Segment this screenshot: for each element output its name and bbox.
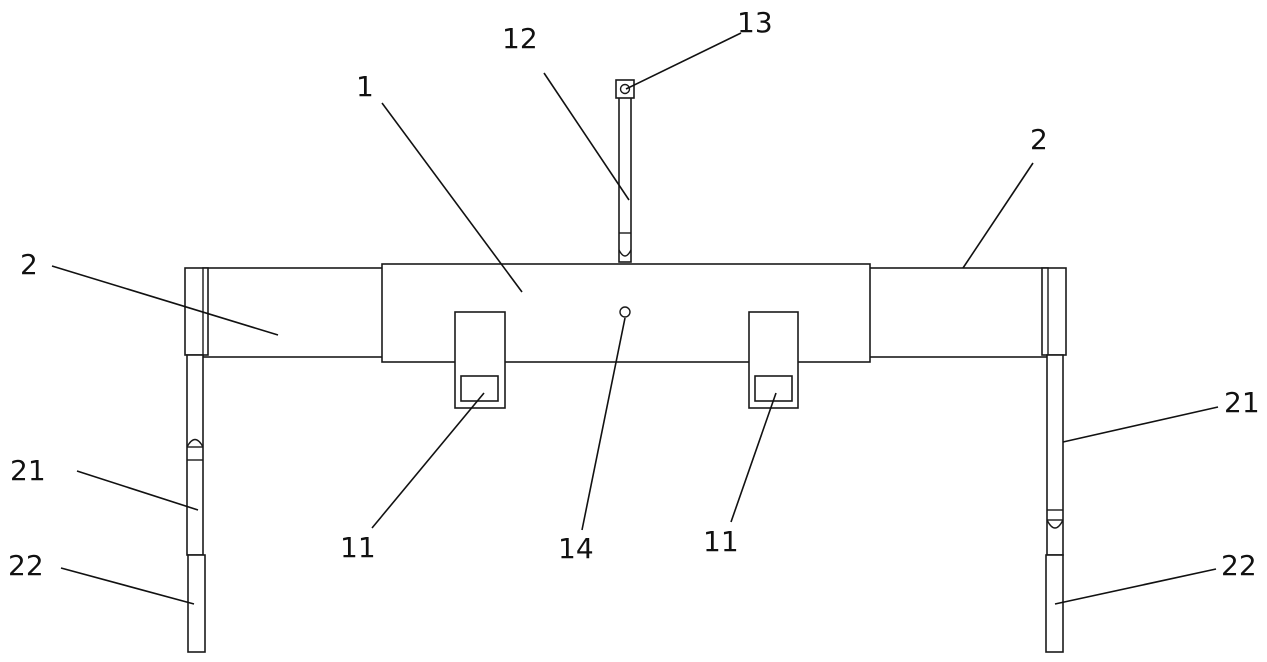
label-main-body: 1 (356, 70, 374, 103)
leg-left (186, 354, 206, 653)
leader-13 (625, 32, 742, 90)
label-leg-lower-left: 22 (8, 549, 44, 582)
leader-2-right (962, 162, 1034, 269)
label-clamp-right: 11 (703, 525, 739, 558)
label-leg-upper-left: 21 (10, 454, 46, 487)
leader-11-left (371, 392, 485, 529)
label-clamp-left: 11 (340, 531, 376, 564)
leader-11-right (730, 392, 777, 523)
leader-1 (381, 102, 523, 293)
side-arm-left (184, 267, 384, 358)
label-center-hole: 14 (558, 532, 594, 565)
leader-14 (581, 317, 626, 531)
clamp-right (748, 311, 799, 409)
leader-21-right (1062, 406, 1219, 443)
label-rod: 12 (502, 22, 538, 55)
leader-21-left (76, 470, 199, 511)
leader-22-left (60, 567, 195, 605)
leader-22-right (1054, 568, 1217, 605)
rod-top-fitting (615, 79, 635, 99)
rod (618, 95, 632, 263)
clamp-left (454, 311, 506, 409)
center-hole (619, 306, 631, 318)
leader-12 (543, 72, 630, 201)
side-arm-right (867, 267, 1067, 358)
leader-2-left (51, 265, 279, 336)
leg-right (1045, 354, 1064, 653)
leader-lines (51, 32, 1219, 605)
label-leg-upper-right: 21 (1224, 386, 1260, 419)
label-rod-top: 13 (737, 6, 773, 39)
reference-numerals: 1 12 13 2 2 21 21 22 22 11 11 14 (8, 6, 1260, 582)
label-side-arm-right: 2 (1030, 123, 1048, 156)
label-side-arm-left: 2 (20, 248, 38, 281)
label-leg-lower-right: 22 (1221, 549, 1257, 582)
